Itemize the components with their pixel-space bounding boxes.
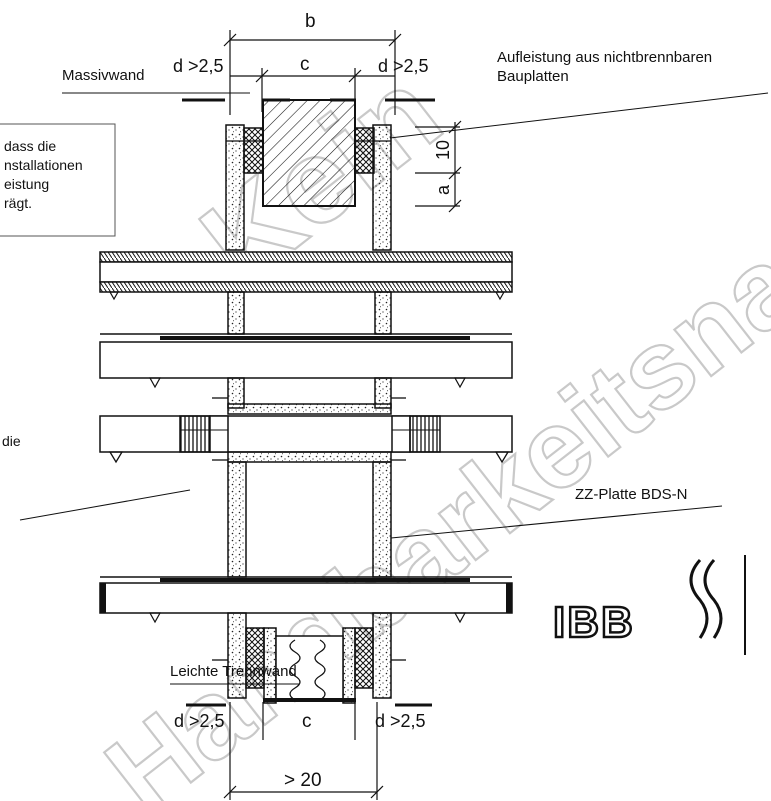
label-aufleistung-1: Aufleistung aus nichtbrennbaren — [497, 49, 712, 66]
ibb-logo: IBB — [552, 555, 746, 655]
dim-d-top-left: d >2,5 — [173, 56, 224, 76]
dim-20: > 20 — [284, 770, 322, 791]
floor-slab-2 — [99, 333, 513, 389]
logo-flame-icon — [689, 558, 723, 639]
wall-boards-mid — [212, 377, 406, 415]
floor-slab-4 — [99, 576, 513, 624]
dim-c-bottom: c — [302, 711, 312, 732]
note-line-2: nstallationen — [4, 157, 83, 173]
aufleistung-leader — [389, 92, 769, 139]
watermark: Kein Handbarkeitsnachweis — [83, 0, 771, 801]
left-leader — [19, 489, 191, 521]
note-line-4: rägt. — [4, 195, 32, 211]
floor-slab-3 — [99, 415, 513, 464]
dim-a: a — [433, 184, 453, 195]
dim-d-bottom-right: d >2,5 — [375, 711, 426, 731]
dim-10: 10 — [433, 140, 453, 160]
zz-platte-walls — [227, 461, 392, 578]
label-leichte-trennwand: Leichte Trennwand — [170, 663, 297, 680]
label-aufleistung-2: Bauplatten — [497, 68, 569, 85]
floor-slab-1 — [99, 251, 513, 301]
dim-d-bottom-left: d >2,5 — [174, 711, 225, 731]
note-line-1: dass die — [4, 138, 56, 154]
top-battens — [225, 124, 392, 251]
label-zz-platte: ZZ-Platte BDS-N — [575, 486, 688, 503]
note-line-3: eistung — [4, 176, 49, 192]
dim-d-top-right: d >2,5 — [378, 56, 429, 76]
dim-b: b — [305, 11, 316, 32]
logo-text: IBB — [553, 598, 635, 647]
label-massivwand: Massivwand — [62, 67, 145, 84]
side-dimensions — [415, 120, 462, 213]
bottom-dimensions — [223, 702, 384, 800]
zz-platte-leader — [390, 505, 723, 539]
dim-c-top: c — [300, 54, 310, 75]
note-box: dass die nstallationen eistung rägt. — [0, 123, 116, 237]
note-fragment-die: die — [2, 433, 21, 449]
